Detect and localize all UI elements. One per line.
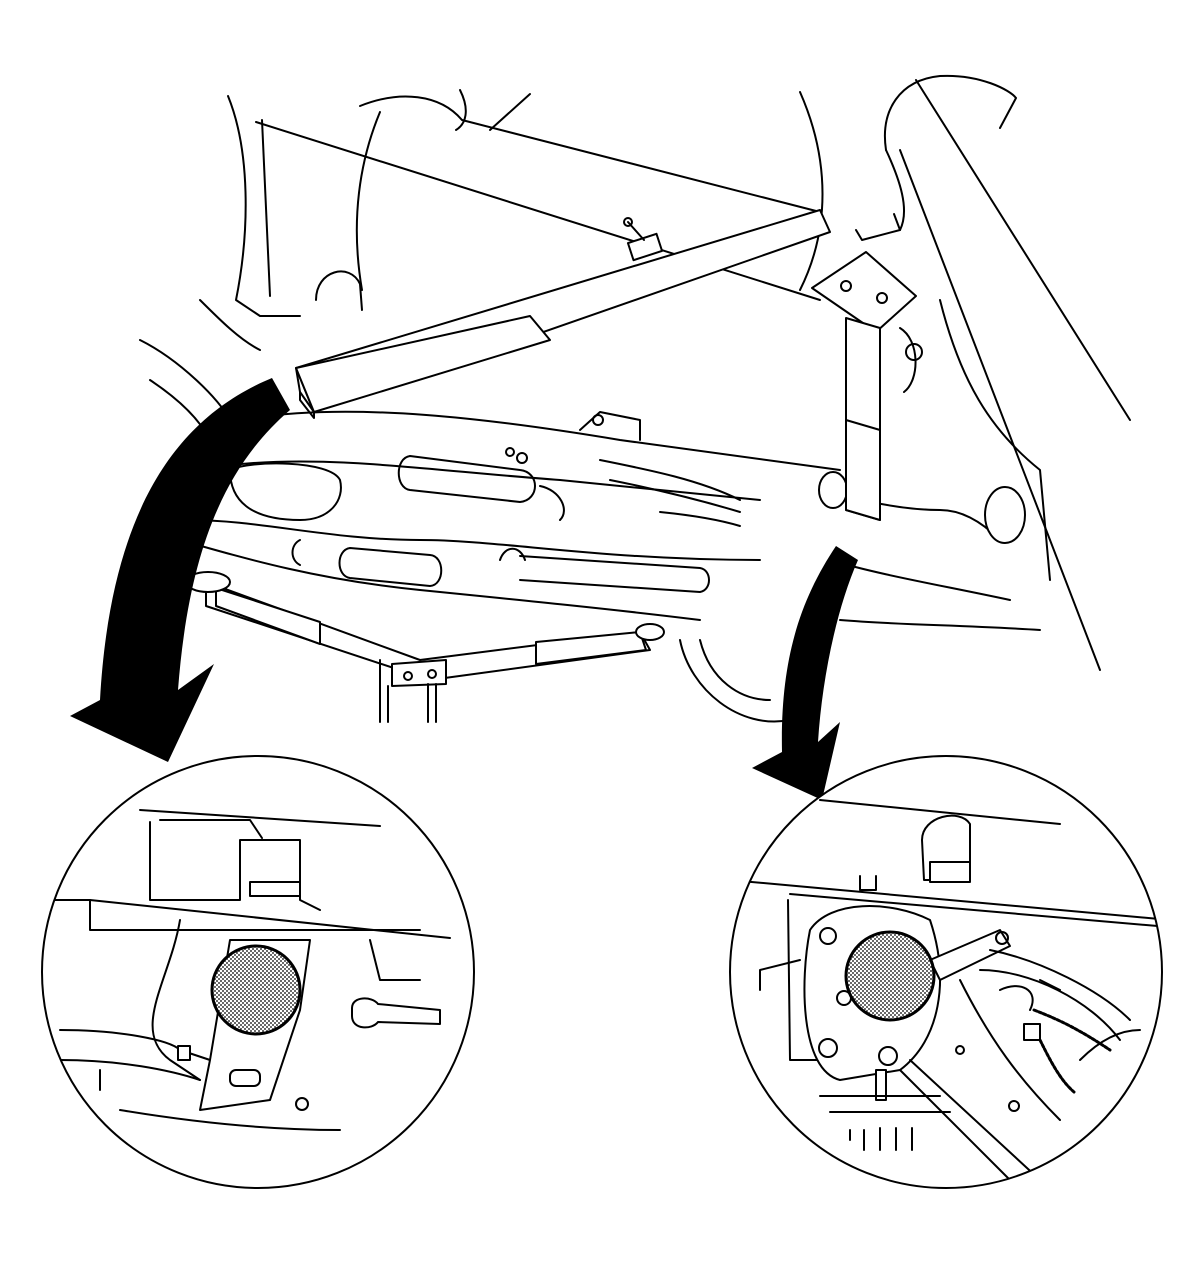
lift-pad-right xyxy=(844,930,936,1022)
pointer-arrow-right xyxy=(752,546,858,800)
detail-magnifier-right xyxy=(729,755,1163,1189)
lift-pad-left xyxy=(210,944,302,1036)
lift-arm-lower xyxy=(185,571,665,723)
lift-arm-rear xyxy=(295,209,831,419)
lift-arm-front xyxy=(811,213,923,521)
vehicle-underbody xyxy=(139,74,1131,723)
detail-magnifier-left xyxy=(41,755,475,1189)
pointer-arrow-left xyxy=(70,378,290,762)
